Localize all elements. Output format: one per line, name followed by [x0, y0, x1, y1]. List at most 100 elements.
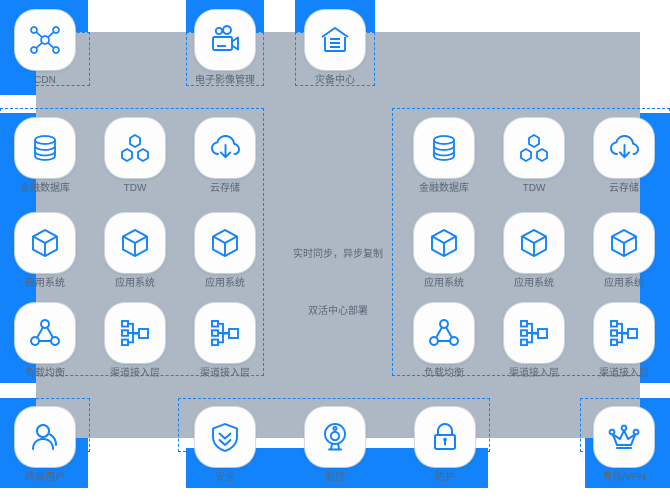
- center-caption-deployment: 双活中心部署: [308, 306, 368, 317]
- node-label: TDW: [123, 183, 147, 194]
- node-dr-center[interactable]: 灾备中心: [299, 10, 371, 87]
- surveillance-camera-icon: [319, 421, 351, 453]
- load-balancer-icon: [29, 317, 61, 349]
- node-label: 电子影像管理: [195, 75, 255, 86]
- node-label: 终端用户: [25, 472, 65, 483]
- node-protection[interactable]: 防护: [409, 407, 481, 484]
- node-security[interactable]: 安全: [189, 407, 261, 484]
- node-left-cloud-storage[interactable]: 云存储: [189, 118, 261, 195]
- node-label: 负载均衡: [424, 368, 464, 379]
- icon-card[interactable]: [105, 118, 165, 178]
- icon-card[interactable]: [195, 303, 255, 363]
- icon-card[interactable]: [15, 303, 75, 363]
- group-outline-left-cluster: [0, 108, 264, 376]
- icon-card[interactable]: [594, 213, 654, 273]
- node-left-database[interactable]: 金融数据库: [9, 118, 81, 195]
- icon-card[interactable]: [594, 303, 654, 363]
- node-label: CDN: [34, 75, 56, 86]
- node-left-channel-2[interactable]: 渠道接入层: [189, 303, 261, 380]
- video-camera-icon: [208, 23, 242, 57]
- icon-card[interactable]: [195, 213, 255, 273]
- node-label: 金融数据库: [419, 183, 469, 194]
- node-left-channel-1[interactable]: 渠道接入层: [99, 303, 171, 380]
- icon-card[interactable]: [105, 303, 165, 363]
- icon-card[interactable]: [414, 118, 474, 178]
- node-label: 渠道接入层: [110, 368, 160, 379]
- cube-icon: [209, 227, 241, 259]
- icon-card[interactable]: [15, 213, 75, 273]
- database-icon: [428, 132, 460, 164]
- node-monitoring[interactable]: 监控: [299, 407, 371, 484]
- node-label: 应用系统: [115, 278, 155, 289]
- icon-card[interactable]: [15, 407, 75, 467]
- node-right-cloud-storage[interactable]: 云存储: [588, 118, 660, 195]
- cloud-download-icon: [209, 132, 241, 164]
- warehouse-icon: [318, 23, 352, 57]
- user-icon: [29, 421, 61, 453]
- node-label: 负载均衡: [25, 368, 65, 379]
- icon-card[interactable]: [105, 213, 165, 273]
- node-right-tdw[interactable]: TDW: [498, 118, 570, 195]
- cdn-card[interactable]: [15, 10, 75, 70]
- lock-icon: [429, 421, 461, 453]
- node-right-app-1[interactable]: 应用系统: [408, 213, 480, 290]
- node-end-user[interactable]: 终端用户: [9, 407, 81, 484]
- icon-card[interactable]: [414, 213, 474, 273]
- cube-icon: [29, 227, 61, 259]
- icon-card[interactable]: [15, 118, 75, 178]
- cube-icon: [119, 227, 151, 259]
- node-label: 云存储: [210, 183, 240, 194]
- node-right-database[interactable]: 金融数据库: [408, 118, 480, 195]
- node-left-load-balancer[interactable]: 负载均衡: [9, 303, 81, 380]
- node-label: 渠道接入层: [599, 368, 649, 379]
- dr-center-card[interactable]: [305, 10, 365, 70]
- node-left-app-3[interactable]: 应用系统: [189, 213, 261, 290]
- icon-card[interactable]: [414, 303, 474, 363]
- icon-card[interactable]: [504, 303, 564, 363]
- node-label: 应用系统: [205, 278, 245, 289]
- node-label: 应用系统: [604, 278, 644, 289]
- node-label: TDW: [522, 183, 546, 194]
- node-vpn-line[interactable]: 专线/VPN: [588, 407, 660, 484]
- hexagon-cluster-icon: [518, 132, 550, 164]
- hierarchy-icon: [209, 317, 241, 349]
- node-cdn[interactable]: CDN: [9, 10, 81, 87]
- node-label: 防护: [435, 472, 455, 483]
- cloud-download-icon: [608, 132, 640, 164]
- node-video-imaging[interactable]: 电子影像管理: [189, 10, 261, 87]
- icon-card[interactable]: [305, 407, 365, 467]
- icon-card[interactable]: [504, 118, 564, 178]
- node-right-app-3[interactable]: 应用系统: [588, 213, 660, 290]
- node-left-app-2[interactable]: 应用系统: [99, 213, 171, 290]
- node-label: 监控: [325, 472, 345, 483]
- node-label: 安全: [215, 472, 235, 483]
- node-right-channel-1[interactable]: 渠道接入层: [498, 303, 570, 380]
- load-balancer-icon: [428, 317, 460, 349]
- hierarchy-icon: [608, 317, 640, 349]
- node-label: 云存储: [609, 183, 639, 194]
- center-caption-sync: 实时同步，异步复制: [293, 249, 383, 260]
- node-right-load-balancer[interactable]: 负载均衡: [408, 303, 480, 380]
- node-right-app-2[interactable]: 应用系统: [498, 213, 570, 290]
- icon-card[interactable]: [594, 118, 654, 178]
- icon-card[interactable]: [415, 407, 475, 467]
- node-right-channel-2[interactable]: 渠道接入层: [588, 303, 660, 380]
- icon-card[interactable]: [594, 407, 654, 467]
- icon-card[interactable]: [195, 118, 255, 178]
- database-icon: [29, 132, 61, 164]
- node-left-tdw[interactable]: TDW: [99, 118, 171, 195]
- node-label: 应用系统: [514, 278, 554, 289]
- cube-icon: [518, 227, 550, 259]
- node-label: 渠道接入层: [509, 368, 559, 379]
- shield-icon: [209, 421, 241, 453]
- video-imaging-card[interactable]: [195, 10, 255, 70]
- node-label: 金融数据库: [20, 183, 70, 194]
- node-label: 专线/VPN: [602, 472, 646, 483]
- hierarchy-icon: [119, 317, 151, 349]
- node-label: 渠道接入层: [200, 368, 250, 379]
- icon-card[interactable]: [195, 407, 255, 467]
- icon-card[interactable]: [504, 213, 564, 273]
- cdn-network-icon: [28, 23, 62, 57]
- node-left-app-1[interactable]: 应用系统: [9, 213, 81, 290]
